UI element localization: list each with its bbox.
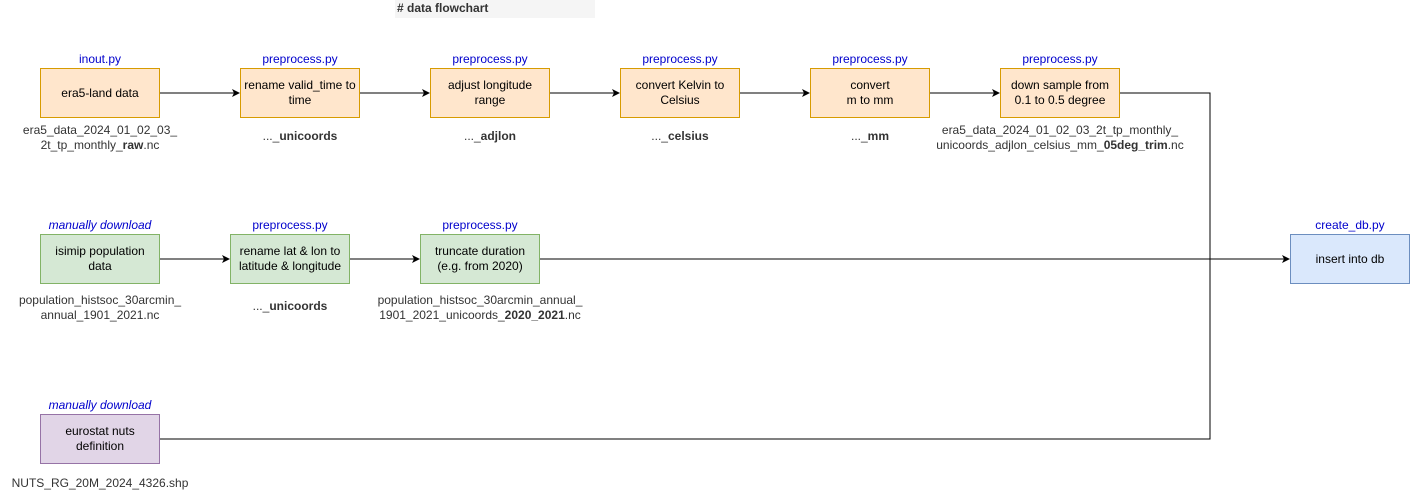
node-convert-kelvin[interactable]: convert Kelvin to Celsius [620, 68, 740, 118]
node-eurostat-nuts[interactable]: eurostat nuts definition [40, 414, 160, 464]
script-label-isimip: manually download [48, 218, 152, 232]
node-down-sample[interactable]: down sample from 0.1 to 0.5 degree [1000, 68, 1120, 118]
file-mm: ..._mm [850, 129, 890, 143]
node-insert-into-db[interactable]: insert into db [1290, 234, 1410, 284]
file-highlight: mm [867, 129, 890, 143]
edge-nuts-db [160, 259, 1211, 440]
script-label-down: preprocess.py [1022, 52, 1098, 66]
file-unicoords-1: ..._unicoords [262, 129, 338, 143]
node-adjust-longitude[interactable]: adjust longitude range [430, 68, 550, 118]
node-rename-lat-lon[interactable]: rename lat & lon to latitude & longitude [230, 234, 350, 284]
script-label-adjlon: preprocess.py [452, 52, 528, 66]
script-label-era5: inout.py [78, 52, 122, 66]
script-label-rename2: preprocess.py [252, 218, 328, 232]
file-highlight: 2020_2021 [504, 308, 565, 322]
file-nuts-shp: NUTS_RG_20M_2024_4326.shp [11, 476, 189, 490]
file-era5-final: era5_data_2024_01_02_03_2t_tp_monthly_un… [936, 123, 1184, 152]
file-highlight: raw [122, 138, 144, 152]
script-label-kelvin: preprocess.py [642, 52, 718, 66]
node-convert-m-to-mm[interactable]: convert m to mm [810, 68, 930, 118]
file-highlight: unicoords [279, 129, 338, 143]
file-population-final: population_histsoc_30arcmin_annual_1901_… [377, 293, 583, 322]
file-unicoords-2: ..._unicoords [252, 299, 328, 313]
diagram-title: # data flowchart [395, 0, 595, 18]
script-label-db: create_db.py [1315, 218, 1385, 232]
script-label-truncate: preprocess.py [442, 218, 518, 232]
file-highlight: 05deg_trim [1103, 138, 1168, 152]
file-celsius: ..._celsius [651, 129, 709, 143]
edge-down-db [1120, 92, 1211, 259]
file-highlight: celsius [667, 129, 709, 143]
script-label-rename1: preprocess.py [262, 52, 338, 66]
script-label-nuts: manually download [48, 398, 152, 412]
node-truncate-duration[interactable]: truncate duration (e.g. from 2020) [420, 234, 540, 284]
file-adjlon: ..._adjlon [463, 129, 517, 143]
node-isimip-population[interactable]: isimip population data [40, 234, 160, 284]
node-rename-valid-time[interactable]: rename valid_time to time [240, 68, 360, 118]
file-highlight: adjlon [480, 129, 517, 143]
file-era5-raw: era5_data_2024_01_02_03_2t_tp_monthly_ra… [22, 123, 178, 152]
node-era5-land-data[interactable]: era5-land data [40, 68, 160, 118]
script-label-mm: preprocess.py [832, 52, 908, 66]
file-highlight: unicoords [269, 299, 328, 313]
file-population-raw: population_histsoc_30arcmin_annual_1901_… [18, 293, 182, 322]
